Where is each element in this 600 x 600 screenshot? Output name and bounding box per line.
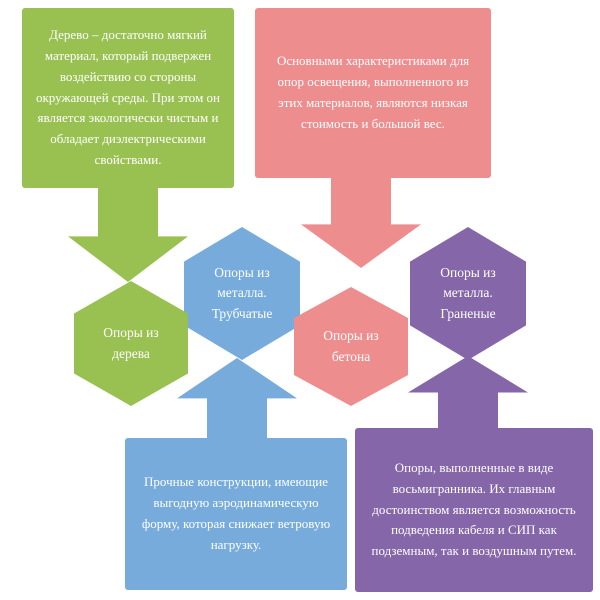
concrete-description-box: Основными характеристиками для опор осве… bbox=[255, 8, 491, 178]
tubular-up-arrow-icon bbox=[177, 358, 297, 442]
faceted-up-arrow-icon bbox=[408, 356, 528, 432]
faceted-description-text: Опоры, выполненные в виде восьмигранника… bbox=[371, 460, 577, 559]
concrete-description-text: Основными характеристиками для опор осве… bbox=[276, 53, 470, 131]
hexagon-wood-label: Опоры из дерева bbox=[103, 325, 159, 361]
hexagon-metal-tubular-label: Опоры из металла. Трубчатые bbox=[211, 265, 273, 321]
hexagon-concrete-label: Опоры из бетона bbox=[323, 328, 379, 364]
hexagon-metal-faceted-label: Опоры из металла. Граненые bbox=[440, 265, 496, 321]
tubular-description-text: Прочные конструкции, имеющие выгодную аэ… bbox=[141, 474, 331, 552]
wood-down-arrow-icon bbox=[68, 187, 188, 282]
hexagon-metal-faceted: Опоры из металла. Граненые bbox=[410, 227, 526, 360]
faceted-description-box: Опоры, выполненные в виде восьмигранника… bbox=[355, 428, 593, 592]
tubular-description-box: Прочные конструкции, имеющие выгодную аэ… bbox=[125, 438, 347, 590]
hexagon-wood: Опоры из дерева bbox=[74, 281, 188, 406]
hexagon-metal-tubular: Опоры из металла. Трубчатые bbox=[184, 227, 300, 360]
concrete-down-arrow-icon bbox=[301, 177, 421, 268]
hexagon-concrete: Опоры из бетона bbox=[294, 287, 408, 406]
wood-description-box: Дерево – достаточно мягкий материал, кот… bbox=[22, 8, 234, 188]
wood-description-text: Дерево – достаточно мягкий материал, кот… bbox=[35, 27, 220, 167]
